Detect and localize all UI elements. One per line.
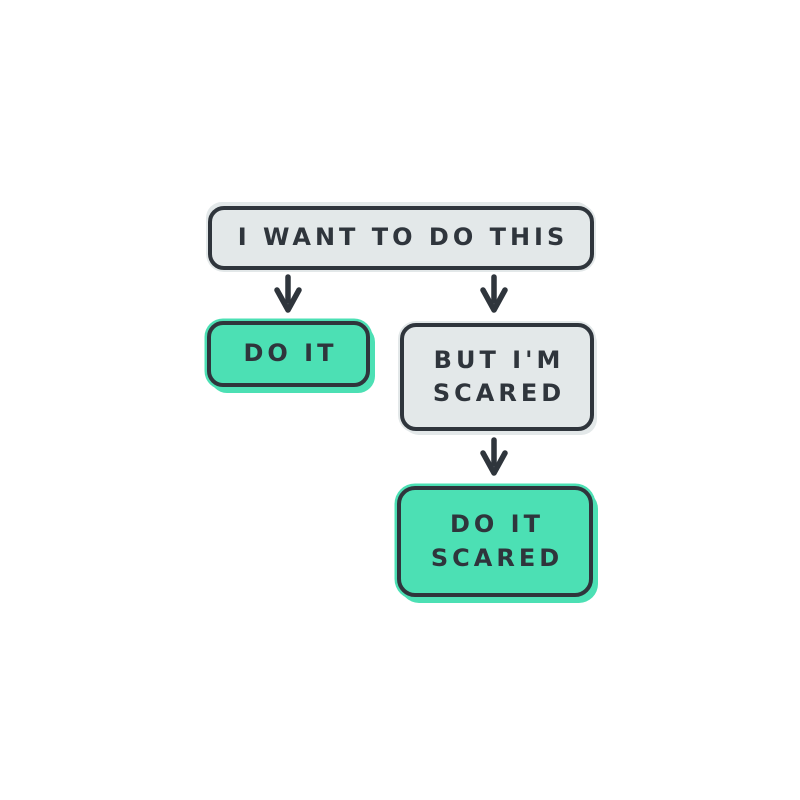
node-label: I WANT TO DO THIS <box>237 223 569 252</box>
node-do-it-scared: DO IT SCARED <box>397 486 593 597</box>
node-label-line2: SCARED <box>430 543 564 572</box>
node-label-line1: DO IT <box>450 510 544 539</box>
node-label-line1: BUT I'M <box>433 345 565 374</box>
down-arrow-icon <box>270 274 306 314</box>
node-label: DO IT <box>243 339 338 368</box>
node-do-it: DO IT <box>207 321 370 387</box>
down-arrow-icon <box>476 437 512 477</box>
node-label-line2: SCARED <box>432 379 566 407</box>
down-arrow-icon <box>476 274 512 314</box>
node-i-want-to-do-this: I WANT TO DO THIS <box>208 206 594 270</box>
node-but-im-scared: BUT I'M SCARED <box>400 323 594 431</box>
